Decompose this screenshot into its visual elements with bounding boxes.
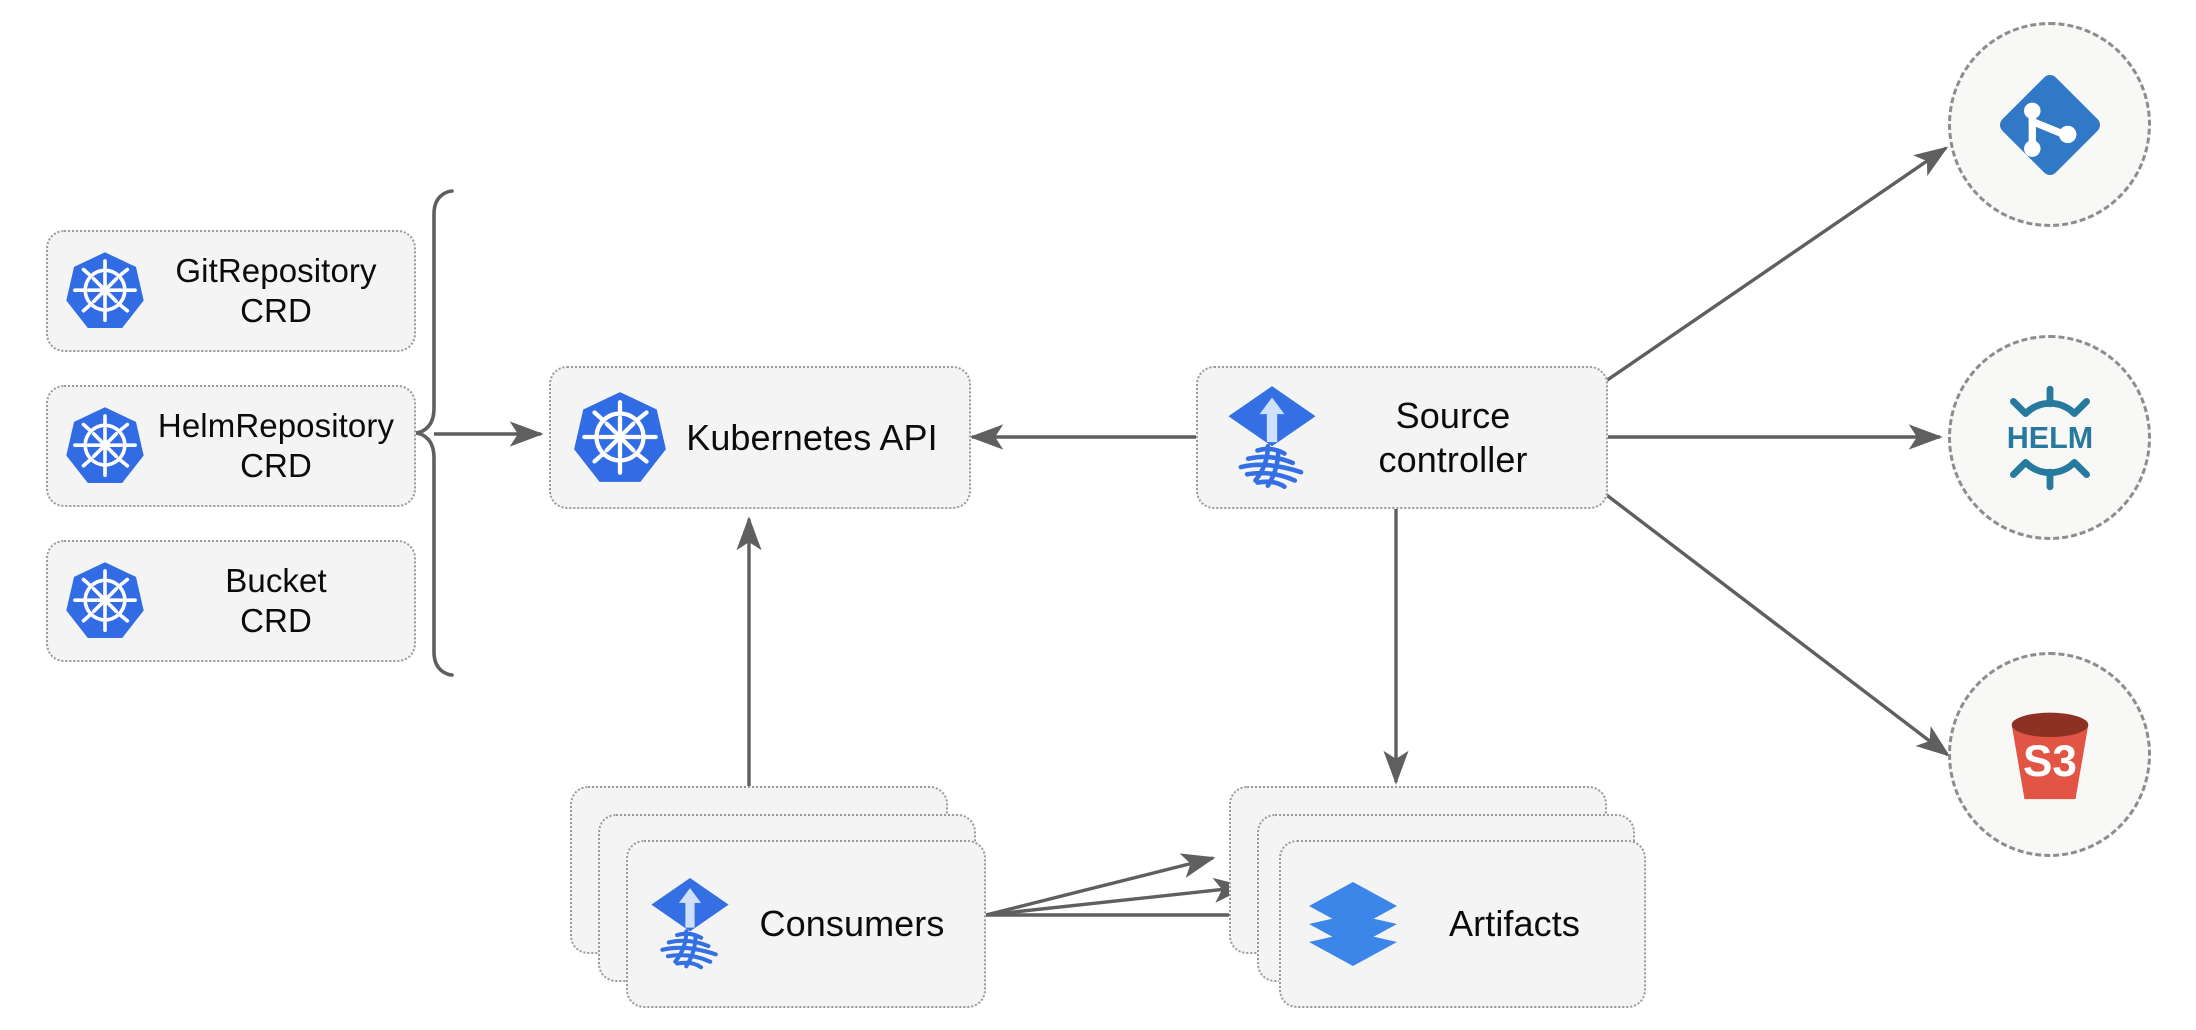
source-controller-label: Source controller	[1378, 394, 1528, 480]
crd-label: HelmRepository CRD	[157, 406, 395, 484]
artifacts-node[interactable]: Artifacts	[1279, 840, 1646, 1008]
kubernetes-api-label: Kubernetes API	[686, 416, 938, 458]
kubernetes-icon	[62, 248, 148, 334]
layers-icon	[1303, 874, 1403, 974]
crd-bracket	[415, 189, 454, 677]
edge-source-to-s3	[1598, 488, 1951, 757]
kubernetes-icon	[62, 558, 148, 644]
kubernetes-icon	[569, 387, 671, 489]
s3-label: S3	[2023, 736, 2077, 785]
flux-icon	[1220, 382, 1324, 494]
crd-box-gitrepository[interactable]: GitRepository CRD	[46, 230, 416, 352]
crd-label: GitRepository CRD	[175, 251, 377, 329]
source-controller-node[interactable]: Source controller	[1196, 366, 1608, 509]
crd-box-bucket[interactable]: Bucket CRD	[46, 540, 416, 662]
crd-box-helmrepository[interactable]: HelmRepository CRD	[46, 385, 416, 507]
crd-label: Bucket CRD	[225, 561, 327, 639]
kubernetes-icon	[62, 403, 148, 489]
consumers-label: Consumers	[759, 903, 945, 945]
helm-label: HELM	[2006, 420, 2092, 454]
helm-target-circle[interactable]: HELM	[1948, 335, 2151, 540]
edge-source-to-git	[1599, 146, 1949, 387]
git-icon	[1991, 66, 2109, 184]
artifacts-label: Artifacts	[1449, 903, 1580, 945]
flux-icon	[644, 872, 736, 976]
helm-icon: HELM	[1989, 377, 2111, 499]
s3-target-circle[interactable]: S3	[1948, 652, 2151, 857]
edge-consumers-to-artifacts-2	[985, 877, 1248, 917]
edge-consumers-to-artifacts-1	[985, 853, 1216, 917]
s3-icon: S3	[1992, 697, 2108, 813]
git-target-circle[interactable]	[1948, 22, 2151, 227]
consumers-node[interactable]: Consumers	[626, 840, 986, 1008]
kubernetes-api-node[interactable]: Kubernetes API	[549, 366, 971, 509]
